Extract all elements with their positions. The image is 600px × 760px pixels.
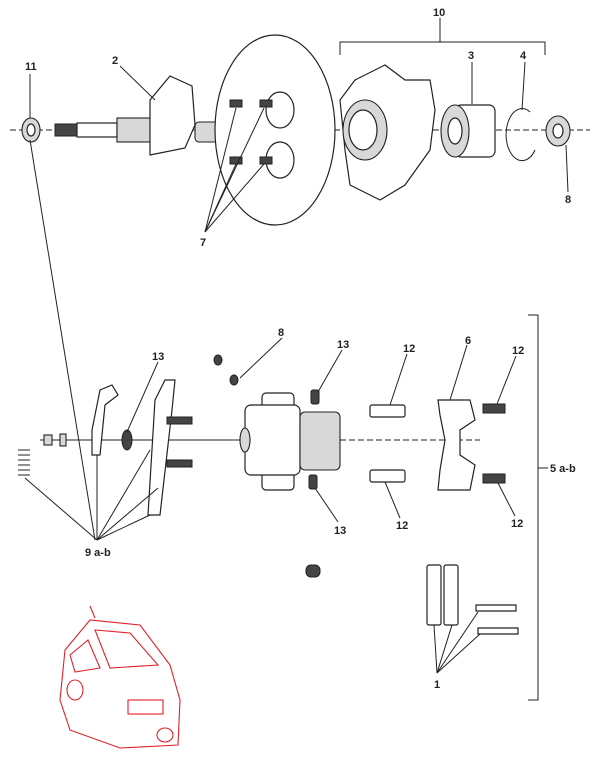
callout-8-mid: 8 [278,327,284,339]
callout-7: 7 [200,237,206,249]
part-13-boot[interactable] [121,429,133,451]
part-8-nut[interactable] [545,115,571,147]
callout-13-left: 13 [152,351,164,363]
lower-leader-lines [24,337,517,674]
part-10-hub[interactable] [339,64,436,201]
part-13-spare-boot[interactable] [305,564,321,578]
part-9-bracket[interactable] [147,379,176,516]
part-12-pin-top[interactable] [369,404,406,418]
callout-11: 11 [25,61,37,73]
callout-2: 2 [112,55,118,67]
callout-bracket-10 [339,18,546,55]
part-3-bearing[interactable] [440,104,496,158]
bleed-cap[interactable] [213,354,223,366]
callout-8-top: 8 [565,194,571,206]
callout-12-top-right: 12 [512,345,524,357]
part-12-bolt-top[interactable] [482,403,506,414]
brake-disc[interactable] [214,34,336,226]
part-9-lever[interactable] [91,384,119,456]
part-9-spring[interactable] [18,449,30,476]
callout-3: 3 [468,50,474,62]
vehicle-location-car-icon [59,605,181,749]
part-9-bolt[interactable] [166,416,193,425]
part-9-cap[interactable] [43,434,53,446]
upper-leader-lines [29,61,569,541]
part-9-washer[interactable] [59,433,67,447]
callout-13-top: 13 [337,339,349,351]
part-1-brake-pads[interactable] [426,564,519,635]
part-2-stub-axle[interactable] [54,75,221,156]
part-4-circlip[interactable] [505,108,536,162]
part-11-washer[interactable] [21,117,41,143]
part-8-bleed-nipple[interactable] [229,374,239,386]
brake-caliper[interactable] [239,392,341,491]
part-6-caliper-bracket[interactable] [437,399,476,491]
part-13-boot-top[interactable] [310,389,320,405]
callout-13-bottom: 13 [334,525,346,537]
callout-1: 1 [434,679,440,691]
part-12-bolt-bottom[interactable] [482,473,506,484]
callout-12-bottom-right: 12 [511,518,523,530]
callout-5: 5 a-b [550,463,576,475]
callout-4: 4 [520,50,527,62]
callout-9: 9 a-b [85,547,111,559]
callout-12-bottom-left: 12 [396,520,408,532]
part-13-boot-bottom[interactable] [308,474,318,490]
callout-10: 10 [433,7,445,19]
callout-12-top-left: 12 [403,343,415,355]
part-12-pin-bottom[interactable] [369,469,406,483]
callout-bracket-5 [528,314,548,701]
callout-6: 6 [465,335,471,347]
